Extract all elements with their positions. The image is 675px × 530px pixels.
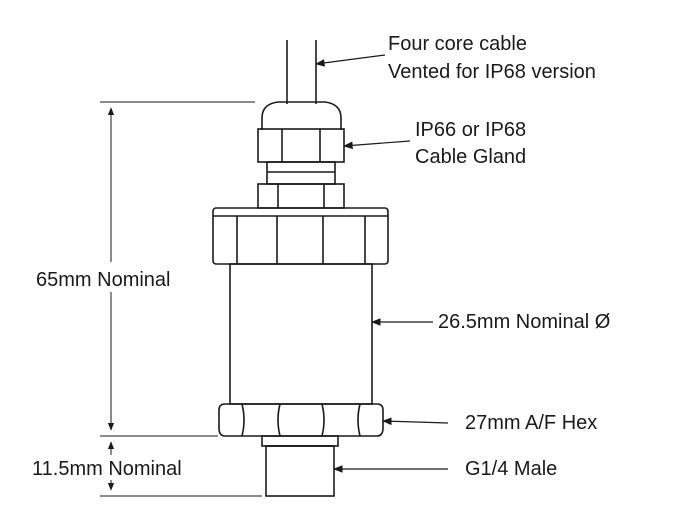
gland-label-line2: Cable Gland — [415, 146, 526, 168]
diameter-label: 26.5mm Nominal Ø — [438, 311, 610, 333]
cable — [286, 40, 317, 104]
thread-label: G1/4 Male — [465, 458, 557, 480]
leader-arrows — [315, 54, 449, 473]
dimension-lines — [100, 101, 262, 497]
hex-label: 27mm A/F Hex — [465, 412, 597, 434]
cable-gland — [257, 101, 345, 209]
overall-length-label: 65mm Nominal — [36, 269, 170, 291]
cable-label-line1: Four core cable — [388, 33, 527, 55]
transducer-body — [229, 263, 373, 405]
gland-label-line1: IP66 or IP68 — [415, 119, 526, 141]
thread-fitting — [261, 435, 339, 497]
top-cap-nut — [212, 207, 389, 265]
thread-length-label: 11.5mm Nominal — [32, 458, 182, 480]
hex-nut — [218, 403, 384, 437]
cable-label-line2: Vented for IP68 version — [388, 61, 596, 83]
